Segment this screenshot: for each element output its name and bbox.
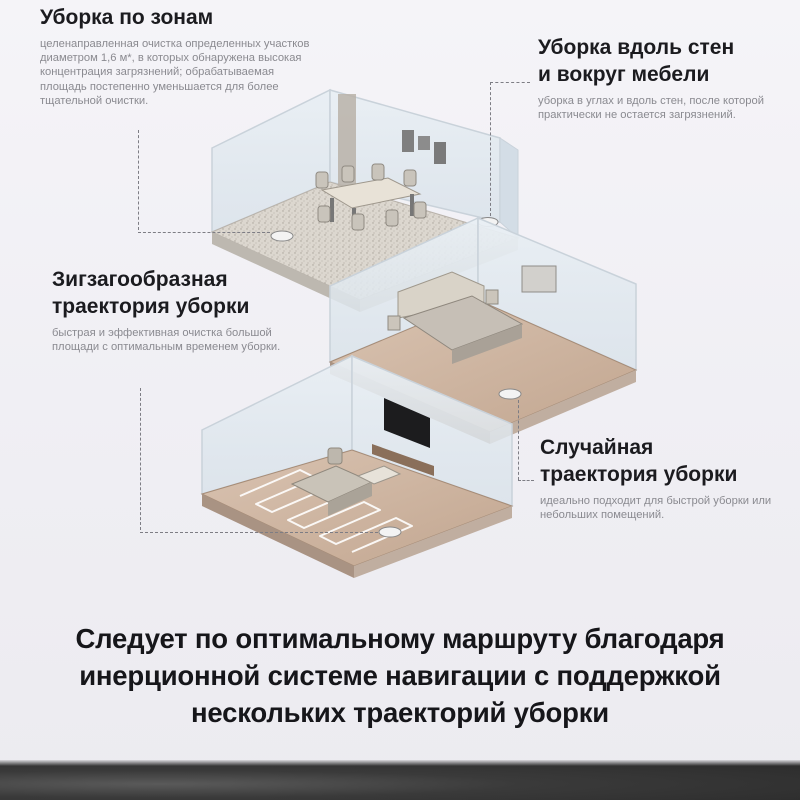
- leader-zone-h: [138, 232, 270, 233]
- caption-line2: инерционной системе навигации с поддержк…: [79, 660, 721, 691]
- feature-zigzag-title-line1: Зигзагообразная: [52, 268, 228, 291]
- coffee-table: [356, 465, 402, 485]
- caption-line1: Следует по оптимальному маршруту благода…: [75, 623, 725, 654]
- feature-zone-cleaning: Уборка по зонам целенаправленная очистка…: [40, 4, 320, 108]
- robot-vacuum: [270, 230, 294, 242]
- main-caption: Следует по оптимальному маршруту благода…: [0, 620, 800, 731]
- leader-zone: [138, 130, 139, 230]
- feature-zone-title: Уборка по зонам: [40, 6, 214, 29]
- bottom-floor-living-room: [200, 354, 514, 578]
- feature-random-title: Случайная траектория уборки: [540, 434, 785, 488]
- robot-vacuum: [498, 388, 522, 400]
- feature-random-title-line2: траектория уборки: [540, 463, 738, 486]
- tv: [384, 398, 430, 448]
- leader-random-h: [518, 480, 534, 481]
- feature-walls-title-line2: и вокруг мебели: [538, 63, 710, 86]
- feature-walls-description: уборка в углах и вдоль стен, после котор…: [538, 95, 764, 122]
- feature-zigzag-cleaning: Зигзагообразная траектория уборки быстра…: [52, 266, 292, 354]
- curtain: [338, 94, 356, 186]
- leader-random: [518, 400, 519, 480]
- feature-zigzag-title: Зигзагообразная траектория уборки: [52, 266, 292, 320]
- bottom-dark-band: [0, 760, 800, 800]
- feature-walls-title: Уборка вдоль стен и вокруг мебели: [538, 34, 768, 88]
- feature-random-description: идеально подходит для быстрой уборки или…: [540, 495, 772, 522]
- wall-panel: [521, 265, 557, 293]
- feature-zone-description: целенаправленная очистка определенных уч…: [40, 38, 310, 107]
- robot-vacuum: [378, 526, 402, 538]
- headboard: [397, 271, 485, 319]
- zigzag-path: [239, 469, 413, 553]
- caption-line3: нескольких траекторий уборки: [190, 697, 610, 728]
- dining-chairs: [315, 163, 427, 231]
- leader-zigzag: [140, 388, 141, 530]
- feature-zigzag-title-line2: траектория уборки: [52, 295, 250, 318]
- feature-zigzag-description: быстрая и эффективная очистка большой пл…: [52, 327, 281, 354]
- feature-random-title-line1: Случайная: [540, 436, 654, 459]
- wall-art: [402, 130, 446, 164]
- feature-random-cleaning: Случайная траектория уборки идеально под…: [540, 434, 785, 522]
- leader-walls: [490, 82, 530, 83]
- leader-zigzag-h: [140, 532, 378, 533]
- feature-wall-cleaning: Уборка вдоль стен и вокруг мебели уборка…: [538, 34, 768, 122]
- feature-walls-title-line1: Уборка вдоль стен: [538, 36, 735, 59]
- leader-walls-v: [490, 82, 491, 216]
